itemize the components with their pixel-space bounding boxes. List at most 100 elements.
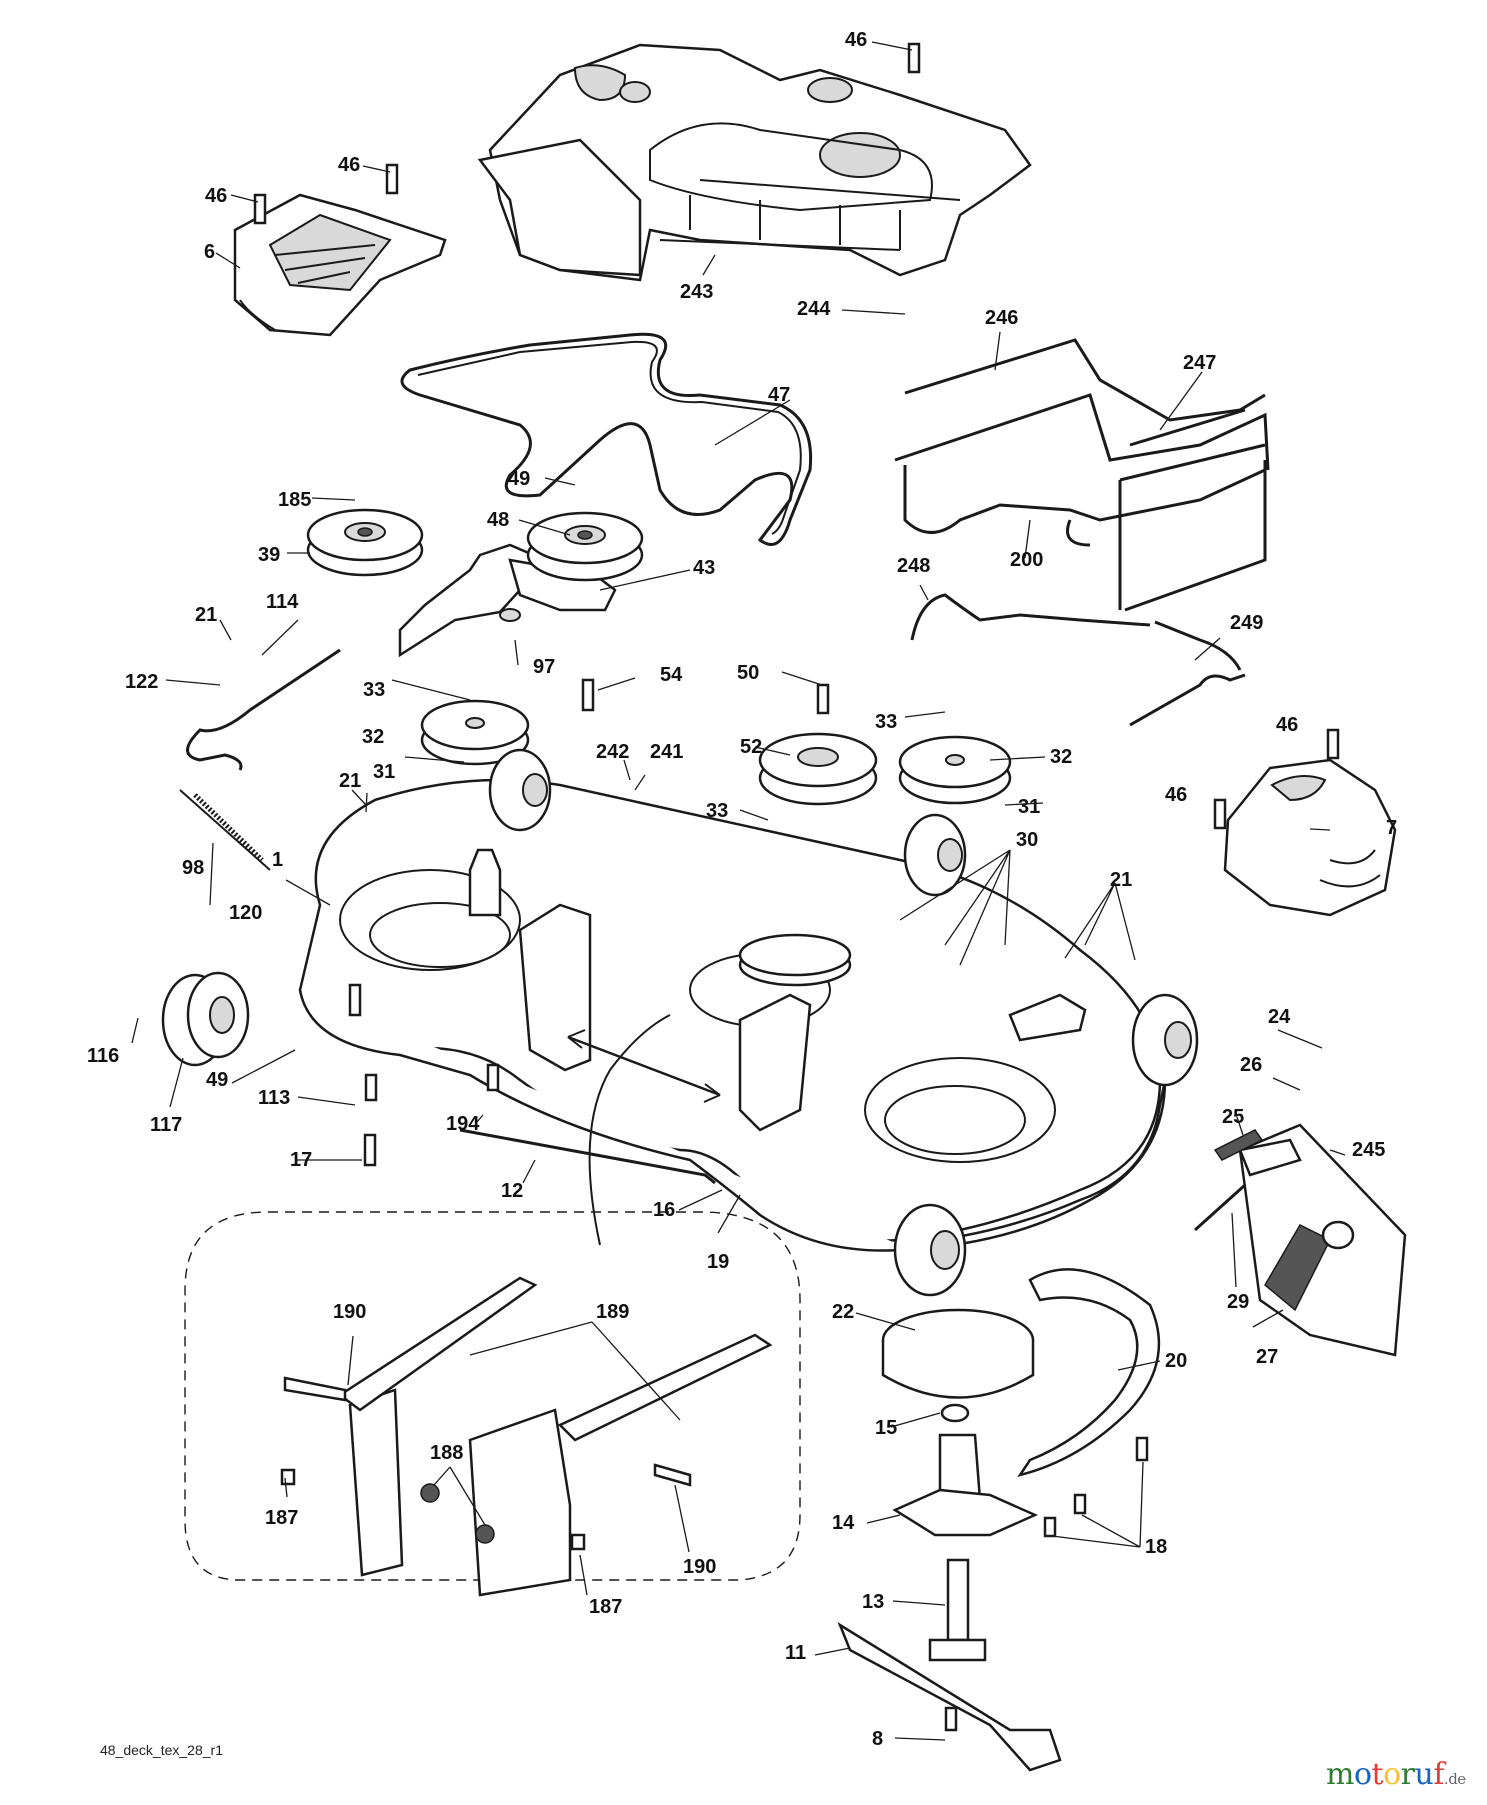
spring-part: [179, 789, 271, 871]
gauge-wheel-bracket-parts: [280, 1276, 773, 1597]
callout-27: 27: [1256, 1346, 1279, 1368]
drive-belt-part: [400, 332, 813, 546]
callout-116: 116: [87, 1045, 120, 1067]
callout-190-upper: 190: [333, 1301, 367, 1323]
callout-46-rightcover-left: 46: [1165, 784, 1188, 806]
callout-39: 39: [258, 544, 281, 566]
callout-24: 24: [1268, 1006, 1291, 1028]
callout-47: 47: [768, 384, 791, 406]
rod-248-part: [910, 593, 1151, 641]
callout-32-right: 32: [1050, 746, 1073, 768]
callout-117: 117: [150, 1114, 183, 1136]
callout-21-mid: 21: [339, 770, 362, 792]
callout-50: 50: [737, 662, 760, 684]
callout-25: 25: [1222, 1106, 1245, 1128]
callout-31-left: 31: [373, 761, 396, 783]
callout-187-right: 187: [589, 1596, 623, 1618]
callout-43: 43: [693, 557, 716, 579]
link-rod-114-part: [186, 648, 341, 771]
callout-244: 244: [797, 298, 831, 320]
callout-48: 48: [487, 509, 510, 531]
mower-blade-part: [837, 1621, 1062, 1772]
callout-15: 15: [875, 1417, 898, 1439]
blade-support-part: [1017, 1268, 1161, 1477]
callout-52: 52: [740, 736, 763, 758]
callout-26: 26: [1240, 1054, 1263, 1076]
pulley-32-right-part: [898, 735, 1012, 805]
callout-12: 12: [501, 1180, 524, 1202]
callout-46-rightcover-top: 46: [1276, 714, 1299, 736]
callout-122: 122: [125, 671, 159, 693]
callout-242: 242: [596, 741, 630, 763]
callout-114: 114: [266, 591, 299, 613]
callout-97: 97: [533, 656, 556, 678]
pulley-48-part: [526, 511, 644, 582]
callout-190-lower: 190: [683, 1556, 717, 1578]
callout-246: 246: [985, 307, 1019, 329]
right-pulley-cover-part: [1223, 758, 1397, 917]
leader-lines: [131, 41, 1346, 1741]
left-pulley-cover-part: [233, 193, 447, 337]
callout-17: 17: [290, 1149, 313, 1171]
callout-185: 185: [278, 489, 312, 511]
discharge-chute-part: [1238, 1123, 1407, 1357]
callout-249: 249: [1230, 612, 1264, 634]
deck-wheel-front-part: [893, 1203, 967, 1297]
callout-13: 13: [862, 1591, 885, 1613]
callout-21-right: 21: [1110, 869, 1133, 891]
callout-54: 54: [660, 664, 683, 686]
callout-49-top: 49: [508, 468, 531, 490]
callout-20: 20: [1165, 1350, 1188, 1372]
callout-6: 6: [204, 241, 216, 263]
callout-245: 245: [1352, 1139, 1386, 1161]
spindle-housing-22-part: [881, 1308, 1035, 1399]
deck-wheel-front-right-part: [1131, 993, 1199, 1087]
callout-247: 247: [1183, 352, 1217, 374]
rod-29-part: [1193, 1183, 1247, 1232]
wire-bumper-frame-part: [894, 338, 1270, 612]
callout-1: 1: [272, 849, 284, 871]
spring-25-part: [1213, 1129, 1264, 1161]
callout-19: 19: [707, 1251, 730, 1273]
deck-wheel-117-part: [161, 971, 250, 1067]
cable-part: [588, 1014, 671, 1246]
callout-31-right: 31: [1018, 796, 1041, 818]
callout-241: 241: [650, 741, 684, 763]
callout-49-lower: 49: [206, 1069, 229, 1091]
watermark-logo: motoruf.de: [1326, 1757, 1466, 1792]
callout-33-right: 33: [875, 711, 898, 733]
rod-12-part: [459, 1128, 716, 1185]
callout-120: 120: [229, 902, 263, 924]
deck-cover-part: [477, 43, 1032, 282]
callout-243: 243: [680, 281, 714, 303]
callout-22: 22: [832, 1301, 855, 1323]
mower-deck-part: [298, 778, 1167, 1252]
pulley-39-part: [306, 508, 424, 577]
callout-30: 30: [1016, 829, 1039, 851]
callout-29: 29: [1227, 1291, 1250, 1313]
deck-wheel-rear-right-part: [903, 813, 967, 897]
drawing-code: 48_deck_tex_28_r1: [100, 1742, 223, 1758]
callout-187-left: 187: [265, 1507, 299, 1529]
spindle-assembly-part: [892, 1403, 1039, 1662]
callout-32-left: 32: [362, 726, 385, 748]
watermark-domain: .de: [1443, 1770, 1466, 1788]
callout-46-cover-left: 46: [205, 185, 228, 207]
callout-46-cover-right: 46: [338, 154, 361, 176]
pulley-32-left-part: [420, 699, 530, 766]
rod-249-part: [1129, 620, 1246, 727]
callout-11: 11: [785, 1642, 807, 1664]
pulley-52-part: [758, 732, 878, 806]
callout-113: 113: [258, 1087, 291, 1109]
watermark-brand: motoruf: [1326, 1757, 1444, 1792]
callout-7: 7: [1386, 817, 1398, 839]
callout-248: 248: [897, 555, 931, 577]
deck-wheel-rear-left-part: [488, 748, 552, 832]
callout-21-upper: 21: [195, 604, 218, 626]
idler-arm-part: [398, 543, 617, 658]
callout-188: 188: [430, 1442, 464, 1464]
callout-18: 18: [1145, 1536, 1168, 1558]
callout-194: 194: [446, 1113, 480, 1135]
callout-8: 8: [872, 1728, 884, 1750]
